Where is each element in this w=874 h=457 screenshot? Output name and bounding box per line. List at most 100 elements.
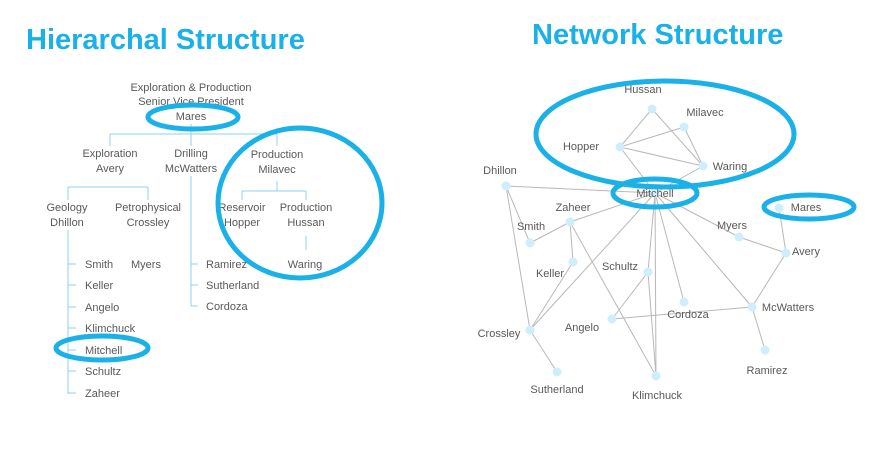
net-node-zaheer [565,217,575,227]
highlight-mitchell-hier [53,333,151,363]
highlight-mitchell-net [610,176,700,210]
edge-mitchell-mcwatters [654,192,753,308]
edge-hussan-waring [651,108,704,167]
edge-crossley-sutherland [529,329,558,373]
hier-member-mitchell: Mitchell [85,345,122,357]
net-node-hussan [647,104,657,114]
edge-mcwatters-angelo [611,306,753,320]
hier-node-milavec: Milavec [258,164,296,176]
net-label-hussan: Hussan [624,84,661,96]
edge-zaheer-smith [529,221,571,244]
edge-myers-avery [738,236,787,254]
hier-node-avery: Avery [96,163,124,175]
hier-member-klimchuck: Klimchuck [85,323,136,335]
net-label-mcwatters: McWatters [762,302,815,314]
edge-mitchell-zaheer [569,192,656,223]
edge-schultz-angelo [611,271,649,320]
edge-avery-mcwatters [751,252,787,308]
edge-hussan-hopper [619,108,653,148]
highlight-production-group [215,125,385,281]
edge-dhillon-smith [505,185,531,244]
net-label-waring: Waring [713,161,747,173]
edge-mcwatters-ramirez [751,306,766,351]
highlight-mares-hier [145,102,241,132]
net-label-milavec: Milavec [686,107,724,119]
hier-member-ramirez: Ramirez [206,259,247,271]
net-label-crossley: Crossley [478,328,521,340]
hier-member-cordoza: Cordoza [206,301,248,313]
hier-node-hussan: Hussan [287,217,324,229]
hier-node-production2: Production [280,202,333,214]
edge-dhillon-mitchell [505,185,656,194]
net-node-klimchuck [651,371,661,381]
hier-member-angelo: Angelo [85,302,119,314]
net-node-hopper [615,142,625,152]
net-label-cordoza: Cordoza [667,309,709,321]
net-node-waring [698,161,708,171]
network-nodes [501,104,791,381]
edge-milavec-hopper [619,126,685,148]
hier-node-waring: Waring [288,259,322,271]
hier-node-exploration: Exploration [82,148,137,160]
net-node-angelo [607,314,617,324]
net-label-ramirez: Ramirez [747,365,788,377]
net-label-zaheer: Zaheer [556,202,591,214]
hierarchy-highlights [53,102,385,363]
hier-node-drilling: Drilling [174,148,208,160]
net-node-smith [525,238,535,248]
network-title: Network Structure [532,19,784,51]
net-node-schultz [643,267,653,277]
hier-node-petrophysical: Petrophysical [115,202,181,214]
hier-member-schultz: Schultz [85,366,121,378]
net-label-avery: Avery [792,246,820,258]
net-label-smith: Smith [517,221,545,233]
highlight-production-cluster [533,78,797,190]
hier-member-keller: Keller [85,280,113,292]
hier-top-title: Exploration & Production [130,82,251,94]
network-highlights [533,78,857,222]
net-node-mcwatters [747,302,757,312]
net-label-schultz: Schultz [602,261,638,273]
hier-node-mares: Mares [176,111,207,123]
net-node-mitchell [650,188,660,198]
hier-node-crossley: Crossley [127,217,170,229]
hier-node-geology: Geology [47,202,88,214]
edge-keller-crossley [529,261,574,331]
hier-node-hopper: Hopper [224,217,260,229]
hier-member-sutherland: Sutherland [206,280,259,292]
edge-zaheer-keller [569,221,574,263]
hier-node-myers: Myers [131,259,161,271]
net-node-myers [734,232,744,242]
hier-node-mcwatters: McWatters [165,163,218,175]
net-node-dhillon [501,181,511,191]
hier-member-smith: Smith [85,259,113,271]
edge-mitchell-klimchuck [654,192,657,377]
hierarchical-title: Hierarchal Structure [26,24,305,56]
network-edges [505,108,787,377]
net-label-keller: Keller [536,268,564,280]
hier-node-production: Production [251,149,304,161]
net-node-ramirez [760,345,770,355]
hierarchy-connectors [67,124,307,394]
network-labels: HussanMilavecHopperWaringDhillonMitchell… [478,84,822,402]
net-node-mares [774,203,784,213]
net-label-sutherland: Sutherland [530,384,583,396]
hier-member-zaheer: Zaheer [85,388,120,400]
net-label-hopper: Hopper [563,141,599,153]
net-label-klimchuck: Klimchuck [632,390,683,402]
hierarchy-labels: Exploration & Production Senior Vice Pre… [47,82,333,400]
net-node-sutherland [552,367,562,377]
net-node-avery [781,248,791,258]
hier-node-dhillon: Dhillon [50,217,84,229]
net-label-angelo: Angelo [565,322,599,334]
edge-mitchell-cordoza [654,192,685,303]
edge-milavec-waring [683,126,704,167]
net-node-crossley [525,325,535,335]
highlight-mares-net [761,192,857,222]
hier-node-reservoir: Reservoir [218,202,265,214]
net-label-myers: Myers [717,220,747,232]
net-node-milavec [679,122,689,132]
edge-zaheer-klimchuck [569,221,657,377]
edge-schultz-klimchuck [647,271,657,377]
